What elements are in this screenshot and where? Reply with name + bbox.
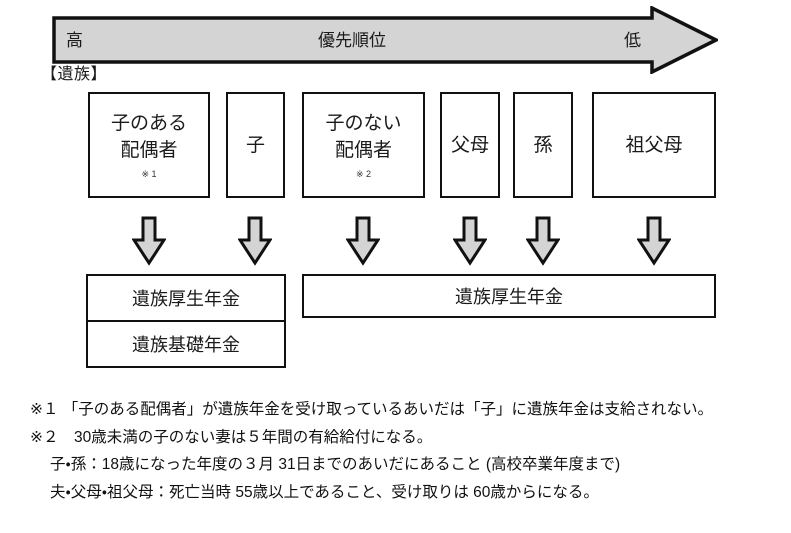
box-grandchild-line1: 孫 — [533, 134, 553, 156]
box-parents-line1: 父母 — [450, 134, 489, 156]
box-spouse-no-child-note: ※ 2 — [355, 168, 372, 179]
down-arrow-icon-6 — [637, 216, 671, 266]
box-spouse-no-child: 子のない 配偶者 ※ 2 — [302, 92, 425, 198]
box-child: 子 — [226, 92, 285, 198]
footnote-1: ※１ 「子のある配偶者」が遺族年金を受け取っているあいだは「子」に遺族年金は支給… — [30, 401, 714, 418]
box-spouse-with-child-line2: 配偶者 — [120, 139, 178, 161]
footnote-4: 夫・父母・祖父母：死亡当時 55歳以上であること、受け取りは 60歳からになる。 — [50, 483, 599, 501]
pension-box-left: 遺族厚生年金 遺族基礎年金 — [86, 274, 286, 368]
footnotes: ※１ 「子のある配偶者」が遺族年金を受け取っているあいだは「子」に遺族年金は支給… — [30, 396, 770, 506]
box-grandparents: 祖父母 — [592, 92, 716, 198]
footnote-2: ※２ 30歳未満の子のない妻は５年間の有給給付になる。 — [30, 428, 433, 446]
priority-low-label: 低 — [624, 31, 641, 50]
section-label-survivors: 【遺族】 — [41, 66, 108, 83]
box-spouse-no-child-line1: 子のない — [325, 112, 402, 134]
pension-left-row-kiso: 遺族基礎年金 — [88, 320, 284, 366]
box-grandparents-line1: 祖父母 — [625, 134, 683, 156]
box-spouse-no-child-line2: 配偶者 — [334, 139, 392, 161]
priority-high-label: 高 — [66, 31, 83, 50]
priority-banner: 高 優先順位 低 — [52, 6, 718, 74]
priority-title-label: 優先順位 — [318, 31, 386, 50]
footnote-3: 子・孫：18歳になった年度の３月 31日までのあいだにあること (高校卒業年度ま… — [50, 456, 621, 473]
box-child-line1: 子 — [245, 134, 265, 156]
box-spouse-with-child-note: ※ 1 — [141, 168, 157, 179]
pension-left-row-kosei: 遺族厚生年金 — [132, 289, 240, 309]
box-parents: 父母 — [440, 92, 500, 198]
down-arrow-icon-3 — [346, 216, 380, 266]
box-spouse-with-child: 子のある 配偶者 ※ 1 — [88, 92, 210, 198]
down-arrow-icon-1 — [132, 216, 166, 266]
down-arrow-icon-2 — [238, 216, 272, 266]
box-grandchild: 孫 — [513, 92, 573, 198]
down-arrow-icon-5 — [526, 216, 560, 266]
priority-arrow-shape — [52, 6, 718, 74]
pension-box-right: 遺族厚生年金 — [302, 274, 716, 318]
box-spouse-with-child-line1: 子のある — [110, 112, 187, 134]
down-arrow-icon-4 — [453, 216, 487, 266]
